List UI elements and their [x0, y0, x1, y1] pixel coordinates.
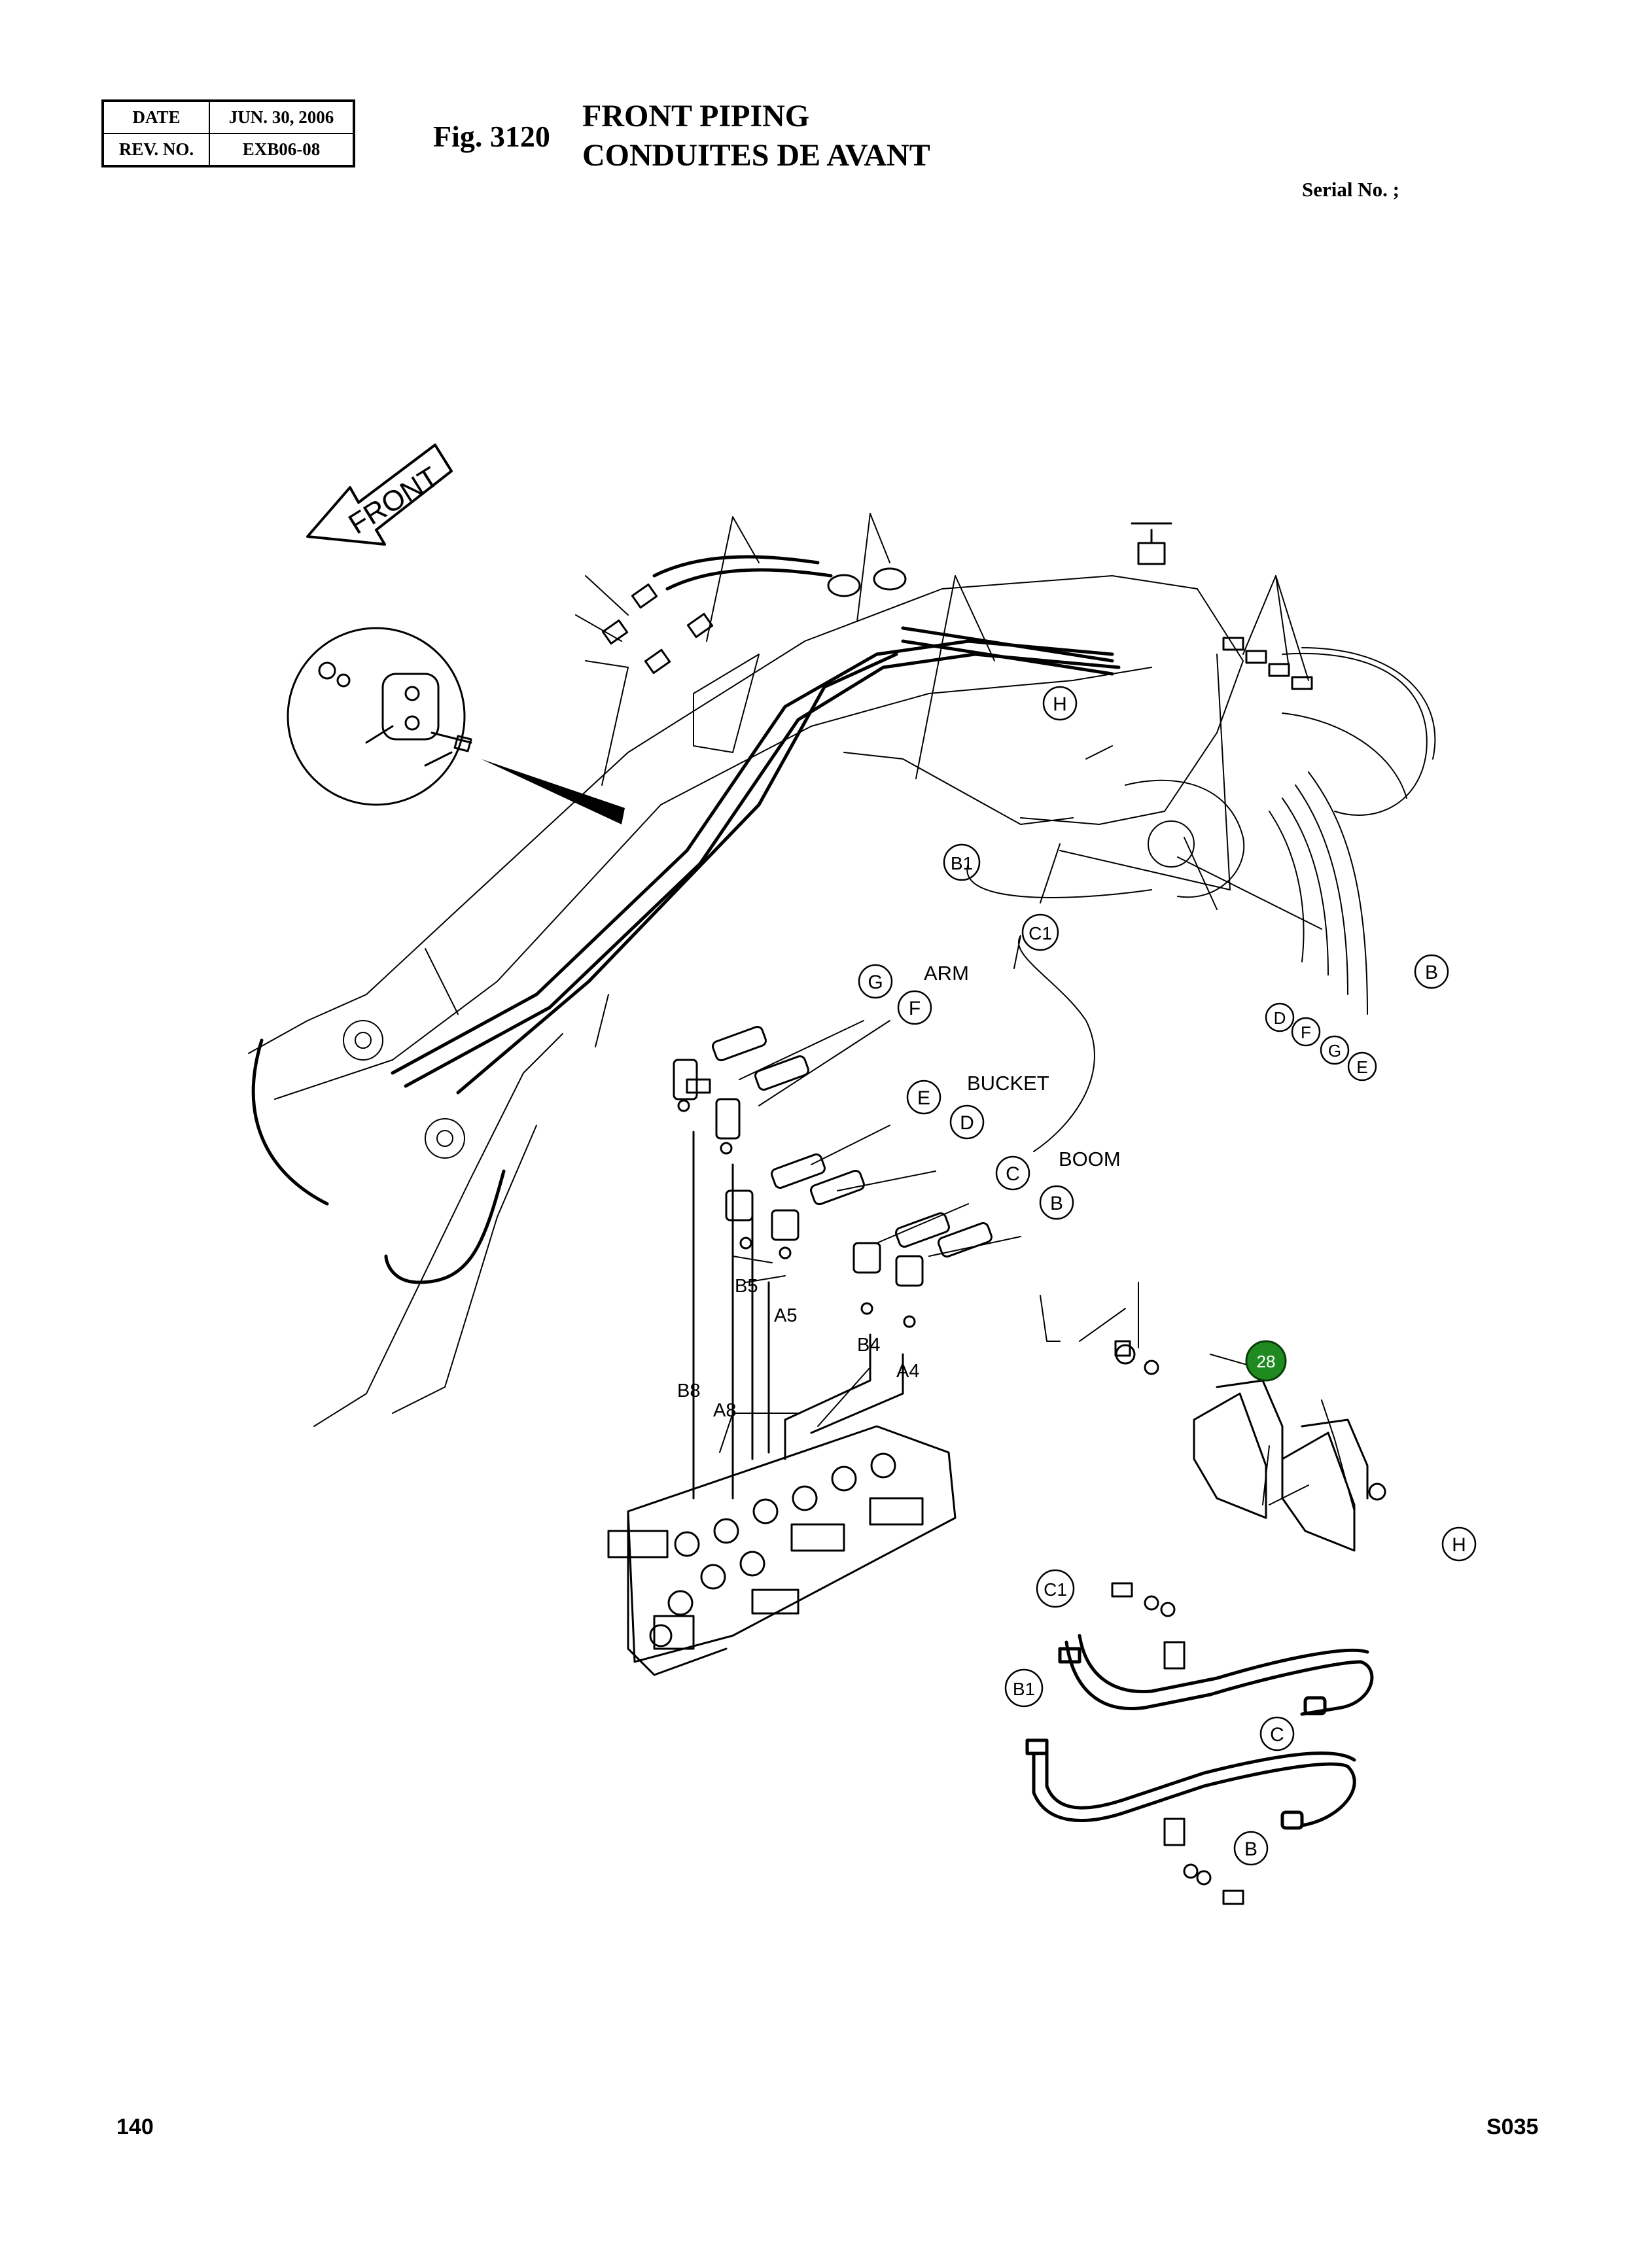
clamp-detail-circle — [287, 627, 625, 824]
title-en: FRONT PIPING — [582, 99, 810, 133]
svg-text:B1: B1 — [1013, 1679, 1035, 1699]
callout-b1-low: B1 — [1004, 1668, 1044, 1708]
port-b8: B8 — [677, 1380, 700, 1401]
control-valve — [607, 1131, 957, 1676]
svg-text:E: E — [1356, 1057, 1367, 1077]
top-hoses — [601, 522, 1313, 690]
port-b5: B5 — [735, 1276, 758, 1297]
svg-text:B: B — [1425, 962, 1438, 983]
callout-g-mid: G — [858, 964, 893, 999]
hose-guards — [1114, 1340, 1386, 1552]
port-b4: B4 — [857, 1335, 880, 1356]
callout-e-mid: E — [906, 1080, 941, 1115]
callout-d-mid: D — [949, 1104, 985, 1140]
svg-text:G: G — [868, 972, 883, 993]
date-label: DATE — [102, 100, 210, 134]
callout-h-guard: H — [1441, 1526, 1477, 1562]
front-direction-arrow: FRONT — [306, 444, 453, 546]
callout-f-right: F — [1291, 1017, 1321, 1047]
boom-structure — [248, 575, 1436, 1427]
revision-table: DATE JUN. 30, 2006 REV. NO. EXB06-08 — [101, 99, 355, 167]
svg-text:B: B — [1244, 1838, 1257, 1860]
svg-text:E: E — [917, 1087, 930, 1109]
title-fr: CONDUITES DE AVANT — [582, 138, 930, 173]
leader-lines — [425, 513, 1355, 1512]
callout-c-mid: C — [995, 1155, 1030, 1191]
port-a5: A5 — [774, 1305, 797, 1326]
callout-b-low: B — [1233, 1831, 1269, 1866]
callout-d-right: D — [1265, 1002, 1295, 1032]
callout-b-mid: B — [1039, 1185, 1074, 1220]
serial-number: Serial No. ; — [1302, 178, 1399, 201]
callout-b-right: B — [1414, 954, 1449, 989]
port-a8: A8 — [713, 1400, 736, 1421]
rev-value: EXB06-08 — [209, 133, 355, 167]
svg-text:C1: C1 — [1028, 923, 1052, 943]
date-value: JUN. 30, 2006 — [209, 100, 355, 134]
svg-text:C1: C1 — [1044, 1579, 1067, 1600]
arm-label: ARM — [924, 962, 969, 985]
figure-number: Fig. 3120 — [433, 120, 550, 153]
svg-text:G: G — [1328, 1041, 1341, 1061]
callout-e-right: E — [1347, 1051, 1377, 1081]
callout-f-mid: F — [897, 990, 932, 1025]
callout-c1-low: C1 — [1036, 1569, 1075, 1608]
page-number: 140 — [116, 2115, 154, 2139]
svg-text:H: H — [1452, 1534, 1466, 1556]
svg-text:B1: B1 — [951, 853, 973, 873]
figure-title: FRONT PIPING CONDUITES DE AVANT — [582, 97, 930, 175]
bucket-label: BUCKET — [967, 1072, 1049, 1095]
svg-text:H: H — [1053, 694, 1067, 715]
group-labels: ARM BUCKET BOOM — [924, 962, 1121, 1170]
mid-fittings — [673, 1025, 993, 1328]
callout-c-low: C — [1259, 1716, 1295, 1751]
item-28-label: 28 — [1257, 1352, 1276, 1371]
lower-hoses — [1025, 1582, 1374, 1905]
svg-text:D: D — [1274, 1008, 1286, 1028]
port-a4: A4 — [896, 1361, 919, 1382]
svg-text:C: C — [1270, 1724, 1284, 1746]
callout-c1-top: C1 — [1021, 913, 1059, 951]
svg-text:C: C — [1006, 1163, 1020, 1185]
callout-b1-top: B1 — [943, 843, 981, 881]
boom-label: BOOM — [1059, 1148, 1121, 1170]
svg-text:D: D — [960, 1112, 974, 1134]
callouts: H B1 C1 B D F G E G F E D C B H C — [858, 686, 1477, 1866]
callout-h-top: H — [1042, 686, 1078, 721]
svg-text:B: B — [1050, 1193, 1063, 1214]
item-28-highlight: 28 — [1245, 1340, 1287, 1382]
port-labels: B5 A5 B4 A4 B8 A8 — [677, 1276, 919, 1421]
boom-pipes — [251, 555, 1121, 1284]
svg-text:F: F — [909, 998, 921, 1019]
svg-text:F: F — [1301, 1023, 1311, 1042]
callout-g-right: G — [1320, 1035, 1350, 1065]
rev-label: REV. NO. — [102, 133, 210, 167]
page-code: S035 — [1486, 2115, 1539, 2139]
